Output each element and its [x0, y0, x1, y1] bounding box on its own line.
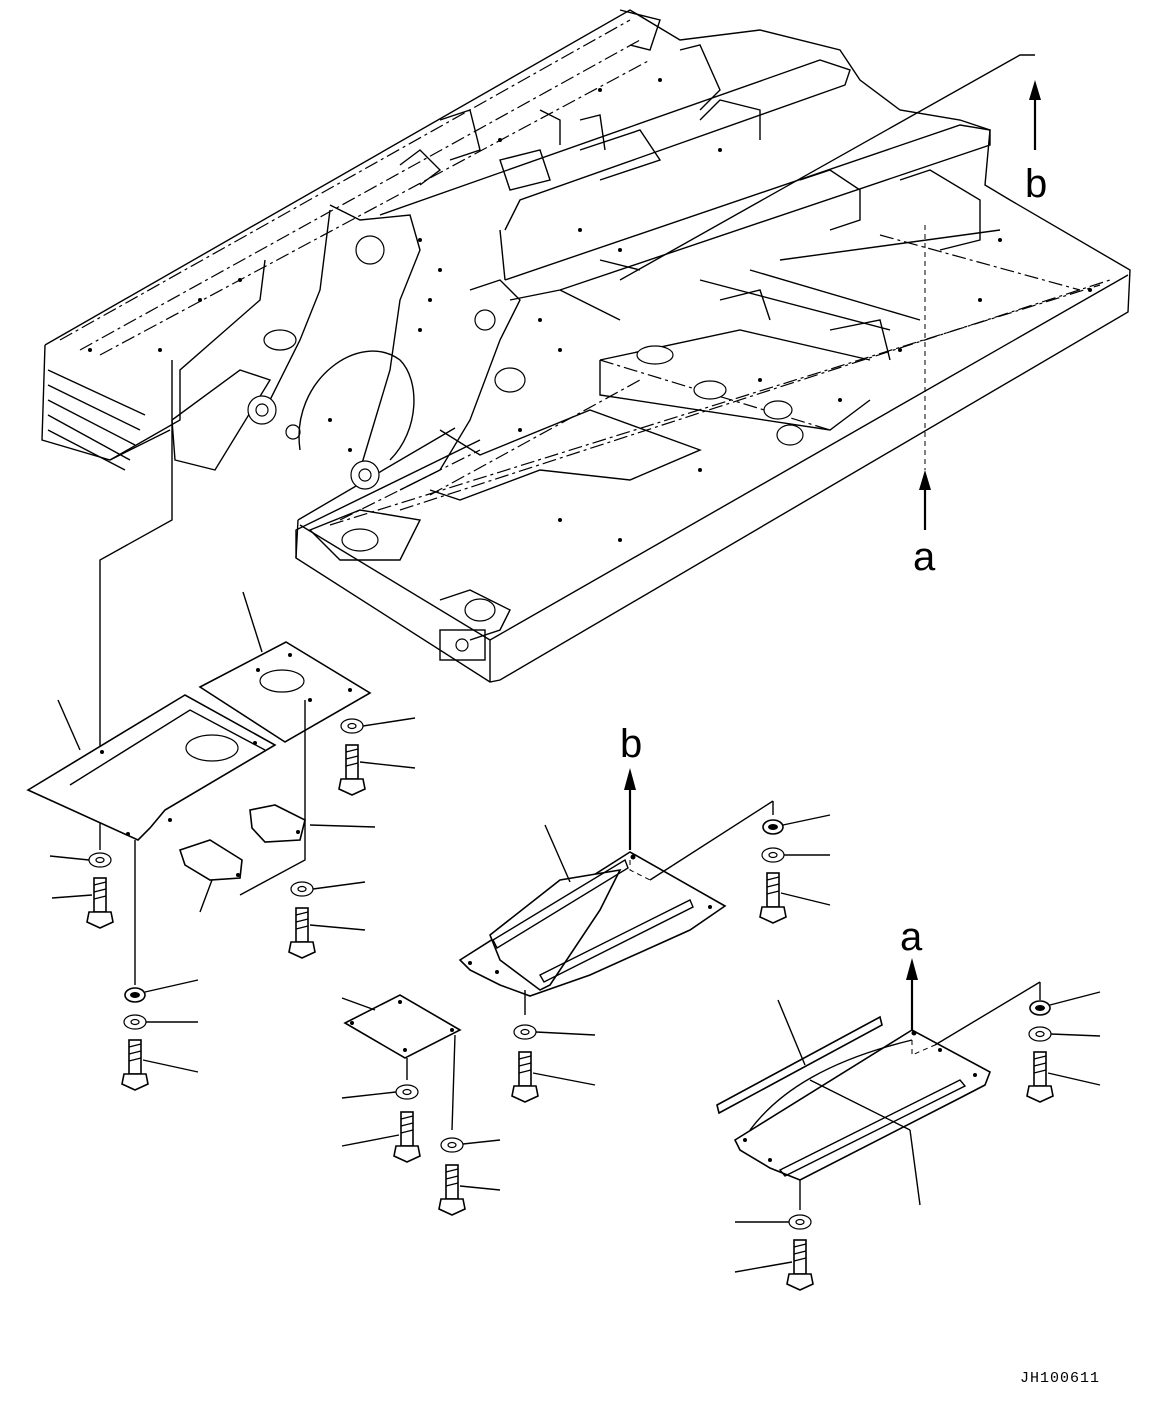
callout-label-a-upper: a — [913, 535, 936, 579]
right-seal-strip — [716, 999, 921, 1206]
right-undercover-plate — [733, 981, 1041, 1210]
washer-small-2 — [440, 1137, 501, 1153]
washer-center-2 — [513, 1024, 596, 1040]
bolt-left-1 — [51, 877, 114, 929]
washer-left-1 — [49, 852, 112, 868]
callout-label-b-lower: b — [620, 722, 642, 766]
bolt-center-1 — [759, 872, 831, 924]
callout-arrow-b-upper — [1029, 80, 1041, 150]
washer-mid-2 — [290, 881, 366, 897]
left-undercover-plate — [26, 694, 277, 841]
bolt-mid-1 — [338, 744, 416, 796]
washer-right-1 — [1028, 1026, 1101, 1042]
washer-mid-1 — [340, 717, 416, 734]
bolt-small-1 — [341, 1111, 421, 1163]
revolving-frame — [41, 9, 1131, 850]
washer-small-1 — [341, 1084, 419, 1100]
small-square-cover — [341, 994, 462, 1131]
bolt-right-2 — [734, 1239, 814, 1291]
small-cover-b — [178, 700, 306, 913]
bolt-mid-2 — [288, 907, 366, 959]
small-cover-a — [249, 804, 376, 843]
washer-left-2 — [123, 1014, 198, 1030]
callout-label-a-lower: a — [900, 915, 923, 959]
nut-center-1 — [762, 814, 831, 835]
bolt-right-1 — [1026, 1051, 1101, 1103]
washer-right-2 — [735, 1214, 812, 1230]
callout-arrow-b-lower — [624, 768, 636, 850]
drawing-code: JH100611 — [1020, 1370, 1100, 1387]
bolt-small-2 — [438, 1164, 501, 1216]
bolt-left-2 — [121, 1039, 199, 1091]
callout-label-b-upper: b — [1025, 162, 1047, 206]
callout-arrow-a-lower — [906, 958, 918, 1030]
upper-cover-plate — [198, 591, 372, 743]
nut-right-1 — [1029, 991, 1101, 1016]
callout-arrow-a-upper — [919, 470, 931, 530]
center-long-cover — [458, 800, 774, 1015]
washer-center-1 — [761, 847, 830, 863]
bolt-center-2 — [511, 1051, 596, 1103]
nut-left-2 — [124, 979, 199, 1003]
